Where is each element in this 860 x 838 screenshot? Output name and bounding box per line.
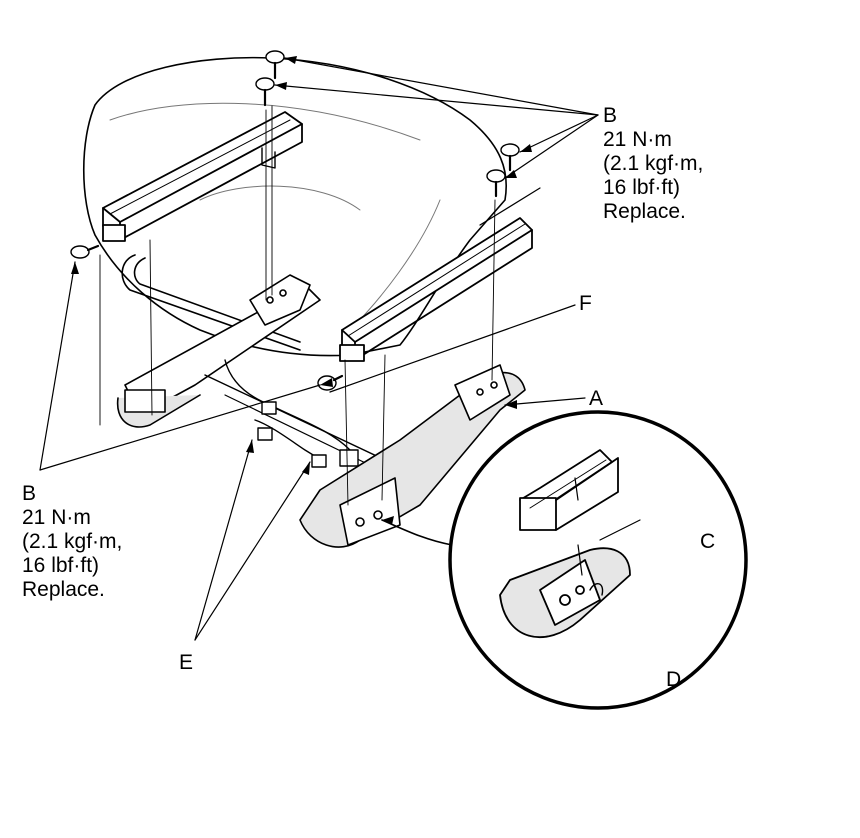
lower-rail-assembly <box>116 274 526 548</box>
cushion-seam-top <box>109 102 421 141</box>
left-upper-rail <box>102 111 303 242</box>
torque-right-letter: B <box>603 104 618 127</box>
torque-callout-left: B 21 N·m (2.1 kgf·m, 16 lbf·ft) Replace. <box>22 482 122 602</box>
bolt-4 <box>486 169 506 198</box>
torque-left-letter: B <box>22 482 37 505</box>
detail-view <box>448 410 748 710</box>
torque-right-line4: Replace. <box>603 200 686 223</box>
torque-right-line2: (2.1 kgf·m, <box>603 152 704 175</box>
cushion-seam-mid <box>199 185 361 211</box>
bolt-3 <box>500 143 520 172</box>
label-a: A <box>589 387 604 410</box>
bolt-5 <box>70 244 100 259</box>
frame-tube <box>121 254 301 351</box>
torque-right-line3: 16 lbf·ft) <box>603 176 681 199</box>
torque-left-line1: 21 N·m <box>22 506 91 529</box>
bolt-2 <box>255 77 275 107</box>
torque-left-line2: (2.1 kgf·m, <box>22 530 123 553</box>
torque-left-line4: Replace. <box>22 578 105 601</box>
right-upper-rail <box>339 187 541 362</box>
wire-harness <box>224 359 359 468</box>
label-d: D <box>666 668 682 691</box>
label-f: F <box>579 292 592 315</box>
torque-right-line1: 21 N·m <box>603 128 672 151</box>
bolt-1 <box>265 50 285 80</box>
label-e: E <box>179 651 194 674</box>
alignment-lines <box>99 105 496 506</box>
detail-pointer <box>381 519 453 546</box>
torque-left-line3: 16 lbf·ft) <box>22 554 100 577</box>
torque-callout-right: B 21 N·m (2.1 kgf·m, 16 lbf·ft) Replace. <box>603 104 703 224</box>
label-c: C <box>700 530 716 553</box>
